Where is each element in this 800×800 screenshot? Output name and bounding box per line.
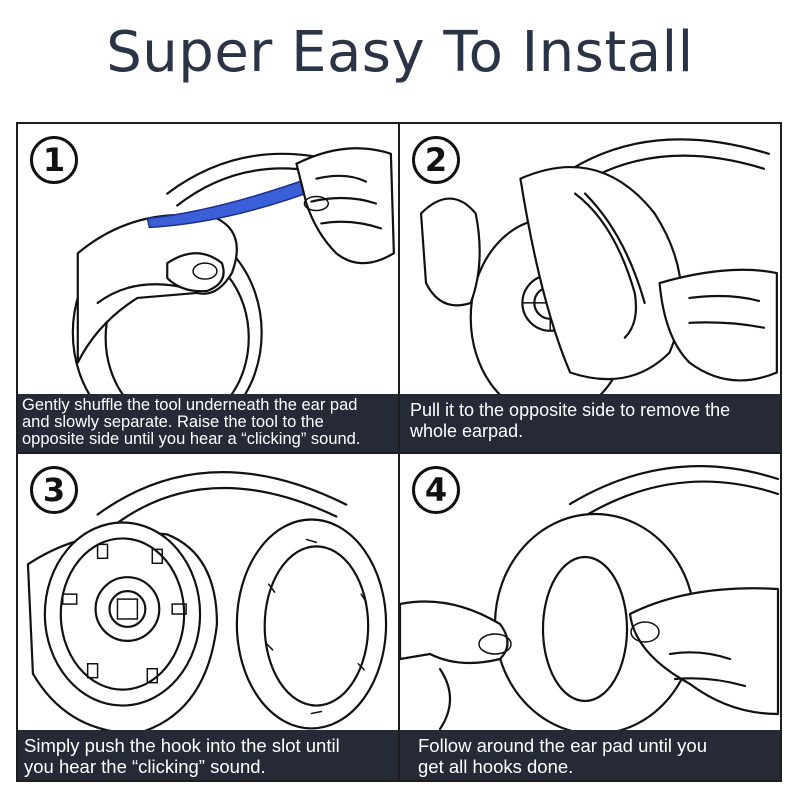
caption-line: get all hooks done. xyxy=(418,756,574,777)
caption-line: Follow around the ear pad until you xyxy=(418,735,707,756)
step-4-caption: Follow around the ear pad until you get … xyxy=(400,730,780,780)
step-4-number: 4 xyxy=(412,466,460,514)
step-1-illustration xyxy=(71,147,395,444)
caption-line: you hear the “clicking” sound. xyxy=(24,756,266,777)
caption-line: Pull it to the opposite side to remove t… xyxy=(410,400,731,420)
caption-line: and slowly separate. Raise the tool to t… xyxy=(22,413,324,431)
step-2-number: 2 xyxy=(412,136,460,184)
step-3-panel: 3 Simply push the hook into the slot unt… xyxy=(18,454,400,780)
step-1-number: 1 xyxy=(30,136,78,184)
step-1-panel: 1 Gently shuffle the tool underneath the… xyxy=(18,124,400,454)
step-4-illustration xyxy=(400,465,780,736)
step-2-panel: 2 Pull it to the opposite side to remove… xyxy=(400,124,780,454)
caption-line: Gently shuffle the tool underneath the e… xyxy=(22,396,358,414)
instruction-grid: 1 Gently shuffle the tool underneath the… xyxy=(16,122,782,782)
step-4-panel: 4 Follow around the ear pad until you ge… xyxy=(400,454,780,780)
step-3-number: 3 xyxy=(30,466,78,514)
caption-line: opposite side until you hear a “clicking… xyxy=(22,430,361,448)
step-1-caption: Gently shuffle the tool underneath the e… xyxy=(18,394,398,452)
step-3-caption: Simply push the hook into the slot until… xyxy=(18,730,398,780)
caption-line: Simply push the hook into the slot until xyxy=(24,735,340,756)
step-3-illustration xyxy=(26,471,388,735)
step-2-illustration xyxy=(419,138,778,419)
page-title: Super Easy To Install xyxy=(106,20,694,85)
pry-tool-shape xyxy=(146,174,324,229)
caption-line: whole earpad. xyxy=(410,421,524,441)
step-2-caption: Pull it to the opposite side to remove t… xyxy=(400,394,780,452)
